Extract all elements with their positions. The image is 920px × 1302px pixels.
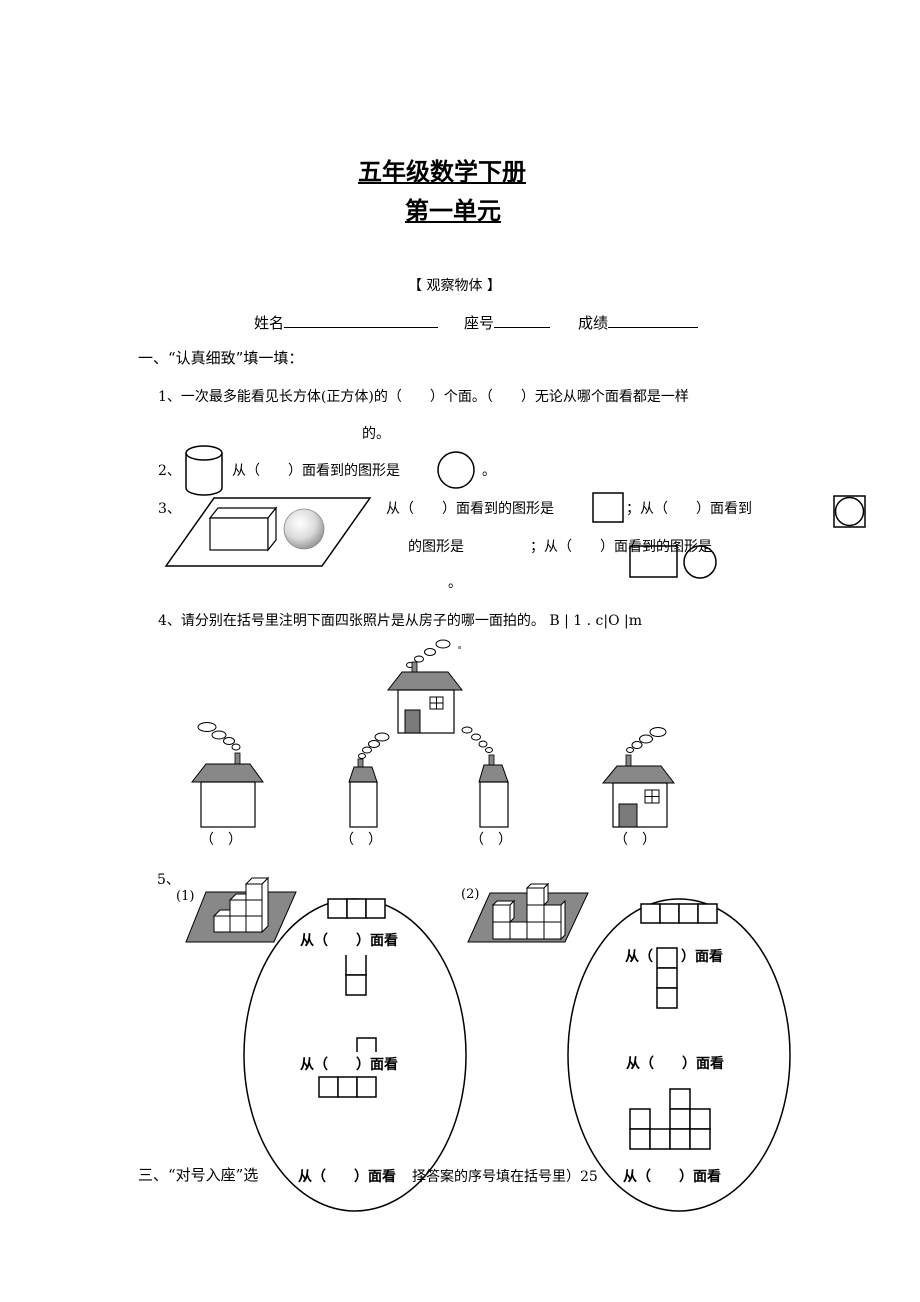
q3-square-answer [592,492,624,523]
oval2-bottom-shape [629,1088,711,1150]
q5-solid-2 [467,882,589,943]
q3-line2a: 的图形是 [408,539,464,555]
house-right-side-view [461,726,509,828]
cylinder-figure [185,445,223,496]
score-field: 成绩 [578,312,699,333]
score-label: 成绩 [578,314,609,332]
q5-view-label-2: 从（ ）面看 [300,1057,398,1073]
house-front-view-2 [601,727,676,828]
section3-heading-a: 三、“对号入座”选 [138,1166,259,1184]
q5-view-label-3: 从（ ）面看 [298,1169,396,1185]
house-front-view [386,639,464,734]
house-back-view [190,722,264,828]
oval2-column-shape [656,947,678,1009]
page-subtitle: 第一单元 [405,196,501,225]
section1-heading: 一、“认真细致”填一填： [138,349,304,367]
q4-paren-4: （ ） [614,832,656,848]
q1-line1: 1、一次最多能看见长方体(正方体)的（ ）个面。（ ）无论从哪个面看都是一样 [158,389,689,405]
q5-view-label-1: 从（ ）面看 [300,933,398,949]
house-left-side-view [348,732,390,828]
q4-paren-2: （ ） [340,832,382,848]
q4-paren-1: （ ） [200,832,242,848]
seat-label: 座号 [464,314,495,332]
oval2-top-row-shape [640,903,718,924]
name-field: 姓名 [254,312,439,333]
q5-oval-1 [243,898,467,1212]
q3-line1b: ；从（ ）面看到 [626,501,752,517]
q3-number: 3、 [158,501,181,517]
q5-number: 5、 [157,872,180,888]
topic-label: 【 观察物体 】 [408,278,501,294]
seat-field: 座号 [464,312,551,333]
q5-oval-2 [567,898,791,1212]
q5-solid-1 [185,876,297,943]
q4-paren-3: （ ） [470,832,512,848]
q2-circle-answer [437,451,475,489]
q3-line3: 。 [448,575,462,591]
q5-part2-label: (2) [461,887,480,902]
oval1-top-row-shape [327,898,386,919]
seat-blank [494,313,551,328]
name-blank [284,313,439,328]
q5-part1-label: (1) [176,889,195,904]
q5-view-label-5: 从（ ）面看 [626,1056,724,1072]
oval1-column-shape [345,955,367,996]
q2-text: 从（ ）面看到的图形是 [232,463,400,479]
q1-line2: 的。 [362,426,390,442]
q4-text: 4、请分别在括号里注明下面四张照片是从房子的哪一面拍的。 B | 1 . c|O… [158,613,642,629]
score-blank [608,313,699,328]
q3-line1a: 从（ ）面看到的图形是 [386,501,554,517]
q2-number: 2、 [158,463,181,479]
q5-view-label-6: 从（ ）面看 [623,1169,721,1185]
q2-end: 。 [482,463,496,479]
q3-line2b: ；从（ ）面看到的图形是 [530,539,712,555]
q3-circle-in-square-answer [833,495,866,528]
box-and-ball-scene [164,497,372,567]
section3-heading-b: 择答案的序号填在括号里）25 [412,1169,598,1185]
page-title: 五年级数学下册 [358,157,526,186]
oval1-bottom-shape [318,1037,377,1098]
q3-rectangle-circle-answer [629,545,717,579]
name-label: 姓名 [254,314,285,332]
